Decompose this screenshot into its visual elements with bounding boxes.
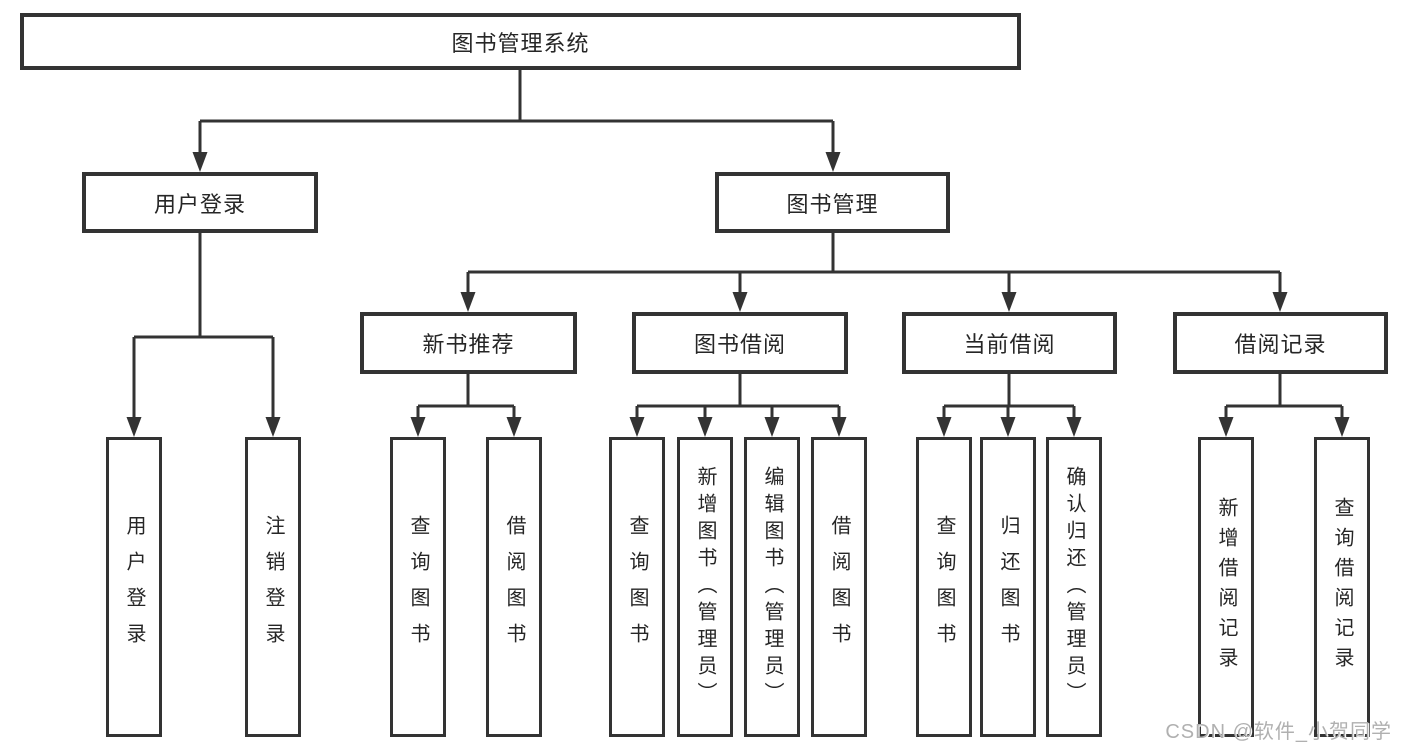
node-book-management: 图书管理 <box>715 172 950 233</box>
node-book-management-label: 图书管理 <box>786 191 879 217</box>
leaf-query-borrow-record-label: 查询借阅记录 <box>1331 497 1353 677</box>
node-current-borrowing-label: 当前借阅 <box>963 332 1056 357</box>
leaf-query-books-borrow: 查询图书 <box>609 437 665 737</box>
leaf-confirm-return-admin-label: 确认归还（管理员） <box>1063 465 1085 709</box>
leaf-borrow-books-label: 借阅图书 <box>828 515 850 659</box>
node-root-system: 图书管理系统 <box>20 13 1021 70</box>
leaf-add-borrow-record: 新增借阅记录 <box>1198 437 1254 737</box>
leaf-add-books-admin-label: 新增图书（管理员） <box>694 465 716 709</box>
node-book-borrowing: 图书借阅 <box>632 312 848 374</box>
node-new-book-recommendation: 新书推荐 <box>360 312 577 374</box>
leaf-logout: 注销登录 <box>245 437 301 737</box>
leaf-user-login: 用户登录 <box>106 437 162 737</box>
node-borrowing-records: 借阅记录 <box>1173 312 1388 374</box>
node-book-borrowing-label: 图书借阅 <box>693 332 786 357</box>
leaf-borrow-books: 借阅图书 <box>811 437 867 737</box>
node-root-label: 图书管理系统 <box>451 30 590 56</box>
leaf-return-books-label: 归还图书 <box>997 515 1019 659</box>
leaf-confirm-return-admin: 确认归还（管理员） <box>1046 437 1102 737</box>
leaf-query-books-borrow-label: 查询图书 <box>626 515 648 659</box>
node-new-book-recommendation-label: 新书推荐 <box>422 332 515 357</box>
leaf-query-borrow-record: 查询借阅记录 <box>1314 437 1370 737</box>
leaf-borrow-books-recommend-label: 借阅图书 <box>503 515 525 659</box>
leaf-logout-label: 注销登录 <box>262 515 284 659</box>
leaf-edit-books-admin-label: 编辑图书（管理员） <box>761 465 783 709</box>
leaf-query-books-recommend-label: 查询图书 <box>407 515 429 659</box>
leaf-query-books-recommend: 查询图书 <box>390 437 446 737</box>
leaf-add-borrow-record-label: 新增借阅记录 <box>1215 497 1237 677</box>
node-current-borrowing: 当前借阅 <box>902 312 1117 374</box>
leaf-add-books-admin: 新增图书（管理员） <box>677 437 733 737</box>
node-user-login: 用户登录 <box>82 172 318 233</box>
leaf-query-books-current: 查询图书 <box>916 437 972 737</box>
node-borrowing-records-label: 借阅记录 <box>1234 332 1327 357</box>
node-user-login-label: 用户登录 <box>153 191 246 217</box>
watermark: CSDN @软件_小贺同学 <box>1165 721 1392 743</box>
leaf-edit-books-admin: 编辑图书（管理员） <box>744 437 800 737</box>
leaf-borrow-books-recommend: 借阅图书 <box>486 437 542 737</box>
leaf-user-login-label: 用户登录 <box>123 515 145 659</box>
leaf-return-books: 归还图书 <box>980 437 1036 737</box>
leaf-query-books-current-label: 查询图书 <box>933 515 955 659</box>
